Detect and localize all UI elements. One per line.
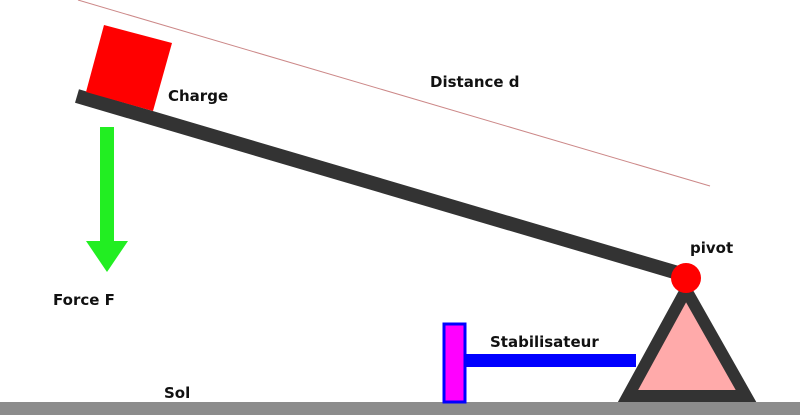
charge-box-icon (86, 25, 172, 111)
stabilisateur-label: Stabilisateur (490, 333, 599, 351)
lever-beam (75, 89, 690, 283)
sol-label: Sol (164, 384, 190, 402)
distance-line (77, 0, 711, 187)
ground-bar (0, 402, 800, 415)
stabilisateur-bar (466, 354, 636, 367)
force-arrow-down-icon (86, 127, 128, 272)
triangle-support-icon (617, 277, 757, 402)
charge-label: Charge (168, 87, 228, 105)
pivot-joint-icon (671, 263, 701, 293)
stabilisateur-post (442, 322, 467, 404)
force-label: Force F (53, 291, 115, 309)
distance-label: Distance d (430, 73, 520, 91)
pivot-label: pivot (690, 239, 733, 257)
